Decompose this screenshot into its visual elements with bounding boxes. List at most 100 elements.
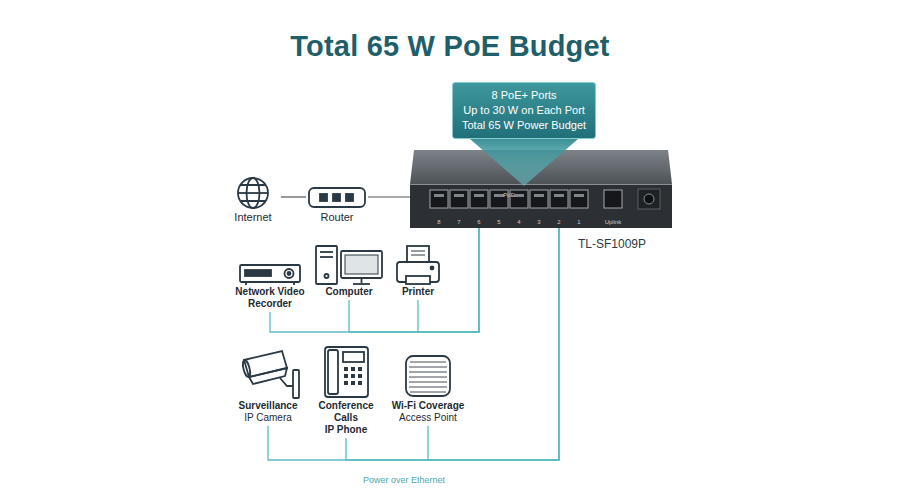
callout-text: 8 PoE+ Ports [462, 88, 586, 103]
access-point-icon-part-part [409, 372, 447, 373]
port-number: 4 [517, 219, 520, 225]
phone-icon-part-part [351, 367, 355, 371]
nvr-icon-part [245, 282, 247, 285]
phone-icon-part [343, 352, 364, 362]
label-wrap: 2 [499, 210, 619, 228]
computer-node: Computer [316, 245, 382, 298]
device-label: Conference Calls [313, 400, 379, 424]
poe-ports-part [430, 190, 448, 208]
port-contacts-part [434, 194, 444, 197]
poe-ports-part [530, 190, 548, 208]
port-contacts-part [574, 194, 584, 197]
callout-text: Total 65 W Power Budget [462, 118, 586, 133]
switch-illustration-part [410, 184, 672, 228]
poe-ports [430, 190, 588, 208]
computer-icon-part [345, 255, 378, 274]
port-contacts-part [474, 194, 484, 197]
connector [270, 228, 479, 332]
port-contacts-part [514, 194, 524, 197]
label-wrap: 6 [419, 210, 539, 228]
label-wrap: 4 [459, 210, 579, 228]
label-wrap: 7 [399, 210, 519, 228]
access-point-icon-part-part [409, 367, 447, 368]
phone-icon-part-part [344, 381, 348, 385]
label-wrap: 8 [379, 210, 499, 228]
computer-icon-part [341, 251, 382, 278]
connector [368, 196, 410, 197]
device-label: Internet [225, 211, 281, 223]
computer-icon-part [320, 251, 333, 253]
device-sublabel: IP Phone [313, 424, 379, 436]
nvr-icon-part [285, 269, 294, 278]
computer-icon [316, 246, 382, 284]
printer-icon-part [406, 276, 430, 284]
camera-icon-part [280, 378, 293, 386]
phone-icon-part-part [351, 374, 355, 378]
switch-body: TL-SF1009P [410, 150, 672, 228]
access-point-icon-part-part [409, 377, 447, 378]
router-icon-part [320, 194, 327, 201]
port-contacts-part [494, 194, 504, 197]
port-contacts-part [534, 194, 544, 197]
poe-ports-part [550, 190, 568, 208]
camera-icon-part [249, 368, 287, 384]
device-label: Computer [316, 286, 382, 298]
access-point-node: Wi-Fi CoverageAccess Point [384, 355, 472, 424]
globe-icon-part [241, 185, 265, 201]
access-point-icon-part-part [409, 382, 447, 383]
access-point-icon-part [406, 356, 450, 396]
device-label: Wi-Fi Coverage [384, 400, 472, 412]
phone-icon-part-part [358, 374, 362, 378]
access-point-icon-part-part [410, 392, 446, 393]
phone-icon-part [328, 350, 338, 394]
poe-caption: Power over Ethernet [363, 475, 445, 485]
computer-icon-part [325, 274, 329, 278]
phone-icon [325, 347, 368, 397]
diagram-title: Total 65 W PoE Budget [290, 30, 609, 62]
access-point-icon [406, 356, 450, 396]
power-jack-part [638, 189, 660, 209]
phone-icon-part-part [344, 367, 348, 371]
port-number: 7 [457, 219, 460, 225]
poe-ports-part [450, 190, 468, 208]
camera-node: SurveillanceIP Camera [228, 350, 308, 424]
port-number: 5 [497, 219, 500, 225]
printer-icon-part [407, 246, 429, 262]
computer-icon-part [320, 256, 333, 258]
port-group-label: PoE [503, 192, 514, 198]
callout-pointer [470, 139, 578, 186]
globe-icon [238, 178, 268, 208]
printer-icon-part [411, 255, 425, 256]
connector [346, 228, 559, 460]
label-wrap: 3 [479, 210, 599, 228]
connector [281, 196, 306, 197]
label-wrap: 1 [519, 210, 639, 228]
port-number: 3 [537, 219, 540, 225]
router-icon-part [333, 194, 340, 201]
camera-icon-part [293, 370, 299, 398]
router-icon-part [346, 194, 353, 201]
phone-icon-part-part [344, 374, 348, 378]
model-name: TL-SF1009P [578, 237, 646, 251]
phone-icon-part-part [358, 381, 362, 385]
callout-text: Up to 30 W on Each Port [462, 103, 586, 118]
port-number: 2 [557, 219, 560, 225]
port-contacts-part [554, 194, 564, 197]
poe-ports-part [470, 190, 488, 208]
port-contacts-part [454, 194, 464, 197]
nvr-icon-part [245, 270, 271, 276]
callout-box: 8 PoE+ PortsUp to 30 W on Each PortTotal… [452, 82, 596, 139]
uplink-port [604, 190, 622, 208]
access-point-icon-part [409, 362, 447, 392]
nvr-icon-part [288, 272, 291, 275]
device-sublabel: IP Camera [228, 412, 308, 424]
label-wrap: Power over Ethernet [344, 469, 464, 487]
nvr-icon [240, 265, 300, 285]
phone-icon-part [344, 367, 362, 385]
globe-icon-part [238, 192, 268, 194]
phone-node: Conference CallsIP Phone [313, 346, 379, 436]
power-jack-part [644, 194, 654, 204]
